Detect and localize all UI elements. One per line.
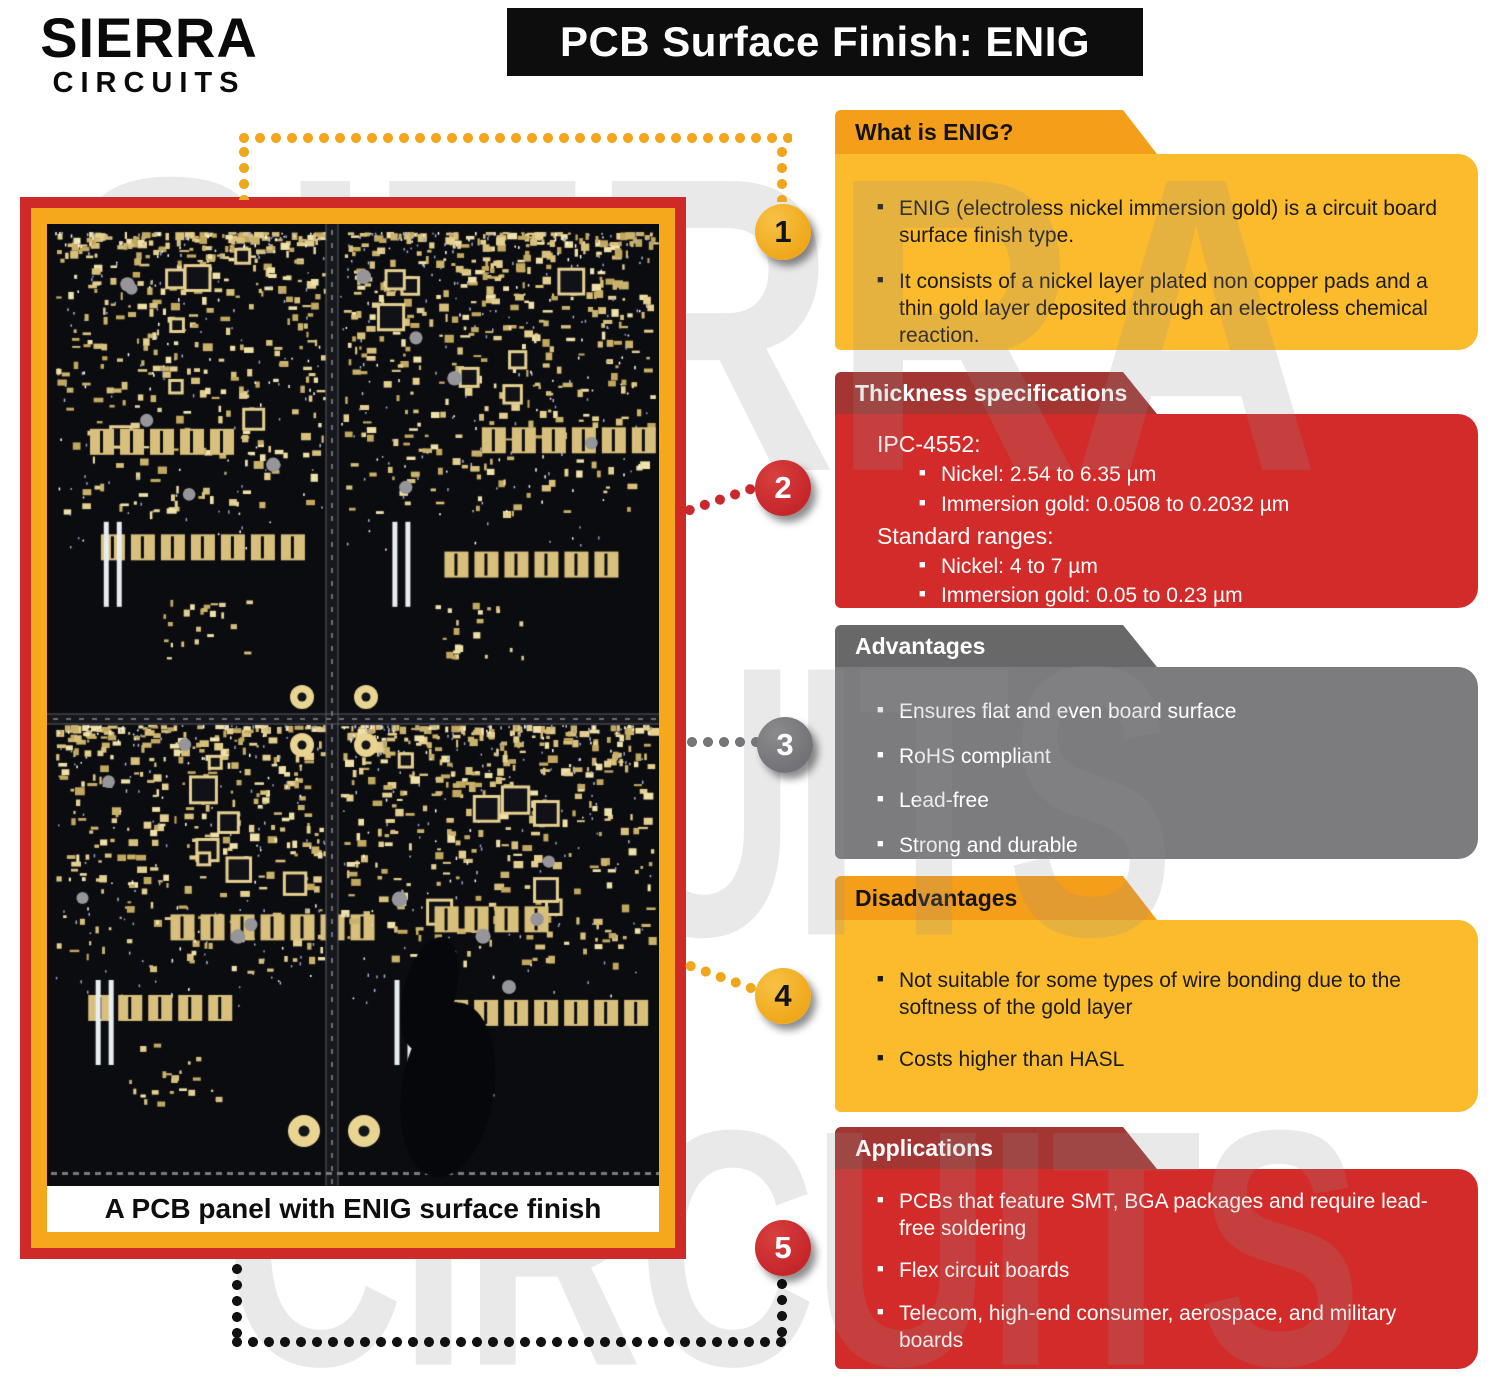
photo-caption-strip: A PCB panel with ENIG surface finish: [47, 1186, 659, 1232]
pcb-panel-photo: [47, 224, 659, 1186]
bullet-item: Flex circuit boards: [877, 1258, 1460, 1285]
section-body: Not suitable for some types of wire bond…: [835, 920, 1478, 1112]
bullet-list: PCBs that feature SMT, BGA packages and …: [877, 1189, 1460, 1354]
section-what-is-enig: What is ENIG? ENIG (electroless nickel i…: [835, 110, 1478, 350]
bullet-list: Not suitable for some types of wire bond…: [877, 968, 1460, 1074]
section-header: Advantages: [835, 625, 1157, 667]
section-body: PCBs that feature SMT, BGA packages and …: [835, 1169, 1478, 1369]
section-body: Ensures flat and even board surfaceRoHS …: [835, 667, 1478, 859]
bullet-item: Not suitable for some types of wire bond…: [877, 968, 1460, 1021]
bullet-item: It consists of a nickel layer plated non…: [877, 269, 1460, 349]
brand-subname: CIRCUITS: [52, 67, 246, 99]
bullet-item: Lead-free: [877, 788, 1460, 815]
bullet-item: Nickel: 4 to 7 µm: [919, 554, 1460, 581]
connector-dots-yellow: [776, 146, 788, 202]
connector-dots-black: [231, 1263, 243, 1343]
bullet-item: ENIG (electroless nickel immersion gold)…: [877, 196, 1460, 249]
callout-number-1: 1: [755, 204, 811, 260]
section-thickness-specifications: Thickness specifications IPC-4552: Nickel…: [835, 372, 1478, 608]
pcb-photo-inner-frame: A PCB panel with ENIG surface finish: [31, 208, 675, 1248]
section-disadvantages: Disadvantages Not suitable for some type…: [835, 876, 1478, 1112]
spec-label: Standard ranges:: [877, 522, 1054, 549]
connector-dots-black: [776, 1278, 788, 1340]
section-header: Applications: [835, 1127, 1157, 1169]
bullet-list: Ensures flat and even board surfaceRoHS …: [877, 699, 1460, 860]
brand-name: SIERRA: [40, 6, 258, 69]
bullet-item: Strong and durable: [877, 833, 1460, 860]
bullet-item: RoHS compliant: [877, 744, 1460, 771]
connector-dots-yellow: [238, 132, 792, 144]
bullet-item: Immersion gold: 0.05 to 0.23 µm: [919, 583, 1460, 610]
bullet-list: ENIG (electroless nickel immersion gold)…: [877, 196, 1460, 349]
spec-label: IPC-4552:: [877, 431, 981, 457]
bullet-item: Nickel: 2.54 to 6.35 µm: [919, 462, 1460, 489]
bullet-item: Ensures flat and even board surface: [877, 699, 1460, 726]
photo-caption: A PCB panel with ENIG surface finish: [104, 1193, 602, 1224]
pcb-photo-frame: A PCB panel with ENIG surface finish: [20, 197, 686, 1259]
connector-dots-red: [682, 480, 762, 518]
page-title-bar: PCB Surface Finish: ENIG: [507, 8, 1143, 76]
section-applications: Applications PCBs that feature SMT, BGA …: [835, 1127, 1478, 1369]
section-header: Thickness specifications: [835, 372, 1157, 414]
callout-number-5: 5: [755, 1220, 811, 1276]
connector-dots-gray: [686, 736, 760, 748]
section-header: What is ENIG?: [835, 110, 1157, 154]
callout-number-4: 4: [755, 968, 811, 1024]
callout-number-3: 3: [757, 717, 813, 773]
bullet-item: Immersion gold: 0.0508 to 0.2032 µm: [919, 492, 1460, 519]
section-header: Disadvantages: [835, 876, 1157, 920]
section-body: IPC-4552: Nickel: 2.54 to 6.35 µm Immersio…: [835, 414, 1478, 608]
callout-number-2: 2: [755, 460, 811, 516]
brand-logo: SIERRA CIRCUITS: [24, 10, 274, 98]
page-title: PCB Surface Finish: ENIG: [559, 18, 1091, 65]
connector-dots-black: [231, 1336, 789, 1348]
connector-dots-yellow: [238, 146, 250, 200]
section-advantages: Advantages Ensures flat and even board s…: [835, 625, 1478, 859]
bullet-item: PCBs that feature SMT, BGA packages and …: [877, 1189, 1460, 1242]
bullet-item: Telecom, high-end consumer, aerospace, a…: [877, 1301, 1460, 1354]
section-body: ENIG (electroless nickel immersion gold)…: [835, 154, 1478, 350]
bullet-item: Costs higher than HASL: [877, 1047, 1460, 1074]
connector-dots-yellow: [682, 958, 761, 997]
bullet-list: IPC-4552: Nickel: 2.54 to 6.35 µm Immersio…: [877, 430, 1460, 610]
